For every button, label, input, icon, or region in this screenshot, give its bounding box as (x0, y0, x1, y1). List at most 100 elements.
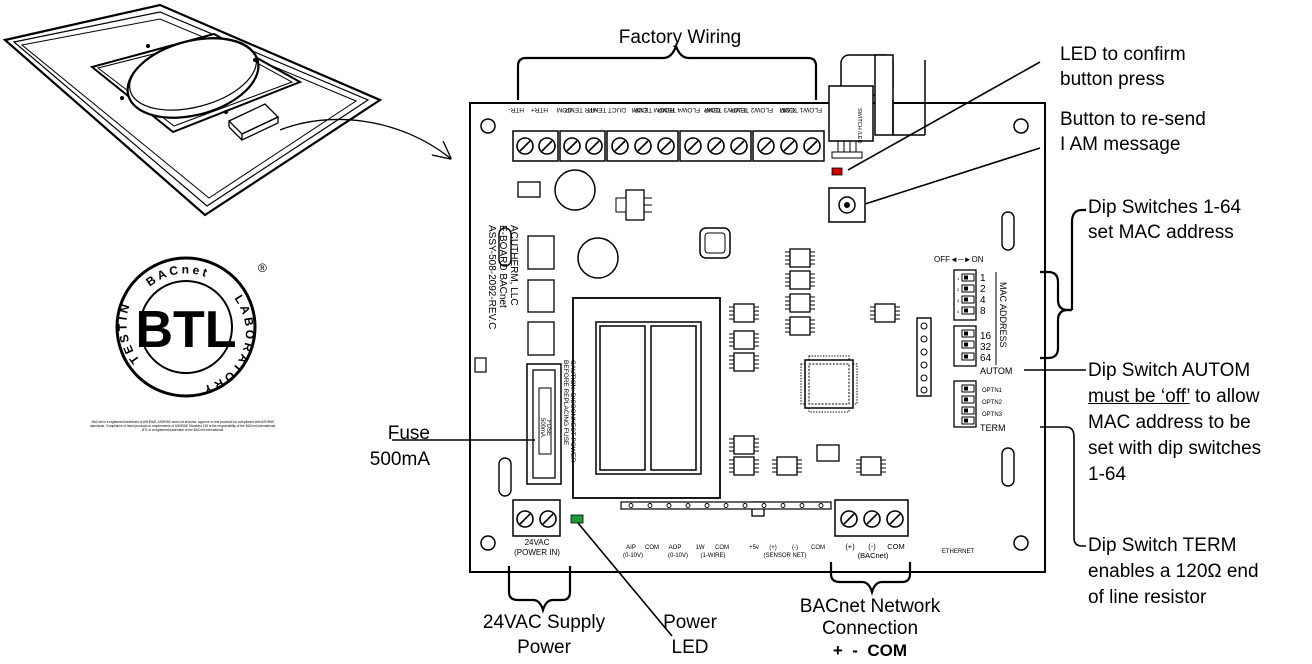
optn-label: OPTN3 (982, 412, 1003, 418)
silk-line-1: ACUTHERM, LLC (508, 225, 519, 306)
callout-line: Dip Switch TERM (1088, 535, 1237, 556)
dip-value: 4 (980, 295, 986, 306)
terminal-label: COM (632, 106, 647, 113)
callout-line: BACnet Network (799, 596, 941, 617)
mount-hole (1013, 535, 1029, 551)
bacnet-terminal-label: (+) (845, 542, 855, 551)
bottom-sublabel: (SENSOR NET) (763, 553, 806, 559)
mac-address-label: MAC ADDRESS (998, 282, 1008, 348)
bottom-label: 1W (696, 545, 705, 551)
caution-line-2: BEFORE REPLACING FUSE (562, 360, 569, 446)
logo-fine-print: BACnet is a registered trademark of ASHR… (90, 420, 276, 432)
terminal-label: FLOW1 TEMP (780, 106, 822, 113)
callout-line: Button to re-send (1060, 109, 1206, 130)
svg-text:4: 4 (957, 309, 960, 314)
callout-line: Dip Switches 1-64 (1088, 197, 1242, 218)
callout-factory-wiring: Factory Wiring (618, 27, 742, 48)
bottom-label: COM (715, 545, 729, 551)
callout-line: set with dip switches (1088, 438, 1262, 459)
power-in-sublabel: (POWER IN) (514, 548, 560, 557)
callout-line: Power (663, 612, 717, 633)
callout-supply: 24VAC Supply Power (454, 610, 634, 660)
svg-text:2: 2 (957, 287, 960, 292)
autom-label: AUTOM (980, 366, 1012, 376)
bottom-sublabel: (1-WIRE) (701, 553, 726, 559)
mount-hole (480, 118, 496, 134)
callout-line: LED to confirm (1060, 44, 1186, 65)
term-label: TERM (980, 423, 1006, 433)
dip-value: 64 (980, 353, 992, 364)
board-components: FUSE 500mA (474, 169, 932, 517)
callout-dip-mac: Dip Switches 1-64 set MAC address (1088, 195, 1241, 245)
bacnet-label: (BACnet) (858, 551, 889, 560)
top-terminal-labels: HTR- HTR+ COM HTR TEMP DUCT TEMP COM ROO… (508, 106, 822, 113)
bottom-label: AIP (626, 545, 636, 551)
callout-lines (392, 42, 1086, 637)
callout-bacnet: BACnet Network Connection + - COM (780, 596, 960, 662)
callout-line: Dip Switch AUTOM (1088, 360, 1251, 381)
dip-switches: OFF◄─►ON 12 34 (934, 255, 984, 428)
dip-value: 2 (980, 284, 986, 295)
bottom-labels: AIP COM AOP 1W COM +5v (+) (-) COM (0-10… (623, 542, 975, 560)
terminal-label: HTR- (508, 106, 524, 113)
callout-line: enables a 120Ω end (1088, 561, 1259, 582)
callout-power-led: Power LED (650, 610, 730, 660)
caution-line-1: CAUTION: DISCONNECT POWER (569, 360, 576, 462)
i-am-button (828, 187, 866, 223)
fuse-silk-value: 500mA (539, 418, 545, 437)
callout-line: set MAC address (1088, 222, 1234, 243)
switch-led-module: SWITCH /LED (828, 54, 926, 159)
callout-line: 1-64 (1088, 464, 1127, 485)
bacnet-terminal (834, 499, 909, 537)
top-terminal-blocks (512, 130, 825, 162)
terminal-label: COM (705, 106, 720, 113)
callout-line: I AM message (1060, 134, 1181, 155)
terminal-label: ROOM TEMP (634, 106, 674, 113)
power-terminal: 24VAC (POWER IN) (512, 499, 561, 557)
callout-emphasis: must be ‘off’ (1088, 386, 1190, 407)
terminal-label: HTR+ (531, 106, 548, 113)
optn-label: OPTN1 (982, 388, 1003, 394)
terminal-label: COM (557, 106, 572, 113)
callout-fuse: Fuse 500mA (352, 421, 430, 473)
callout-line: MAC address to be (1088, 412, 1251, 433)
terminal-label: FLOW3 TEMP (704, 106, 746, 113)
callout-dip-autom: Dip Switch AUTOM must be ‘off’ to allow … (1088, 358, 1261, 488)
bottom-sublabel: (0-10V) (668, 553, 688, 559)
terminal-label: FLOW2 TEMP (731, 106, 773, 113)
board-silkscreen: ACUTHERM, LLC E-BOARD BACnet ASSY-508-20… (486, 225, 576, 462)
mount-hole (1013, 118, 1029, 134)
dip-value: 1 (980, 273, 986, 284)
callout-polarity: + - COM (832, 641, 908, 660)
dip-value: 16 (980, 331, 992, 342)
off-on-label: OFF◄─►ON (934, 255, 984, 264)
callout-line: button press (1060, 69, 1165, 90)
ethernet-label: ETHERNET (942, 549, 975, 555)
callout-led-confirm: LED to confirm button press (1060, 42, 1186, 92)
status-led-red (831, 167, 843, 176)
bottom-label: COM (645, 545, 659, 551)
bottom-label: (-) (792, 545, 798, 551)
callout-line: Power (517, 637, 571, 658)
svg-text:1: 1 (957, 276, 960, 281)
bottom-label: +5v (749, 545, 759, 551)
fuse-silk-label: FUSE (545, 420, 551, 436)
callout-line: of line resistor (1088, 587, 1207, 608)
bacnet-terminal-label: COM (887, 542, 905, 551)
bottom-label: AOP (669, 545, 682, 551)
power-led-green (570, 514, 584, 524)
svg-text:3: 3 (957, 298, 960, 303)
callout-line: 24VAC Supply (482, 612, 606, 633)
callout-line: Connection (821, 618, 919, 639)
optn-label: OPTN2 (982, 400, 1003, 406)
bottom-sublabel: (0-10V) (623, 553, 643, 559)
callout-text: to allow (1189, 386, 1260, 407)
callout-dip-term: Dip Switch TERM enables a 120Ω end of li… (1088, 533, 1259, 611)
terminal-label: FLOW4 TEMP (658, 106, 700, 113)
bottom-label: COM (811, 545, 825, 551)
pointer-arrow (279, 118, 450, 158)
dip-value: 8 (980, 306, 986, 317)
bacnet-terminal-label: (-) (868, 542, 876, 551)
callout-line: LED (671, 637, 709, 658)
